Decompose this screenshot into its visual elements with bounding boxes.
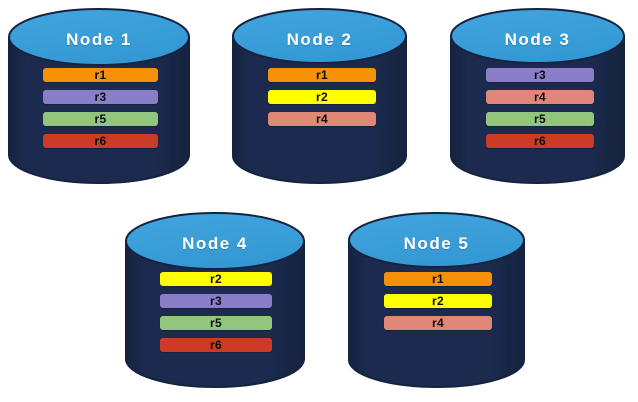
replica-bar-r5[interactable]: r5 — [43, 112, 158, 126]
replica-label: r6 — [534, 134, 546, 148]
replica-bar-r1[interactable]: r1 — [384, 272, 492, 286]
replica-label: r1 — [432, 272, 444, 286]
replica-label: r2 — [432, 294, 444, 308]
replica-bar-r2[interactable]: r2 — [160, 272, 272, 286]
replica-list-4: r2 r3 r5 r6 — [160, 272, 272, 352]
replica-bar-r4[interactable]: r4 — [486, 90, 594, 104]
replica-bar-r6[interactable]: r6 — [43, 134, 158, 148]
replica-bar-r2[interactable]: r2 — [384, 294, 492, 308]
replica-label: r6 — [210, 338, 222, 352]
cylinder-top-ellipse — [125, 212, 305, 270]
replica-bar-r5[interactable]: r5 — [486, 112, 594, 126]
replica-label: r1 — [94, 68, 107, 82]
replica-bar-r4[interactable]: r4 — [268, 112, 376, 126]
replica-bar-r3[interactable]: r3 — [160, 294, 272, 308]
replica-label: r5 — [94, 112, 107, 126]
replica-list-3: r3 r4 r5 r6 — [486, 68, 594, 148]
replica-bar-r3[interactable]: r3 — [43, 90, 158, 104]
replica-label: r4 — [534, 90, 546, 104]
replica-label: r5 — [534, 112, 546, 126]
replica-label: r3 — [210, 294, 222, 308]
replica-label: r6 — [94, 134, 107, 148]
replica-label: r1 — [316, 68, 328, 82]
replica-label: r3 — [534, 68, 546, 82]
replica-bar-r2[interactable]: r2 — [268, 90, 376, 104]
replica-list-5: r1 r2 r4 — [384, 272, 492, 330]
cylinder-top-ellipse — [348, 212, 525, 268]
replica-label: r3 — [94, 90, 107, 104]
replica-bar-r3[interactable]: r3 — [486, 68, 594, 82]
replica-bar-r1[interactable]: r1 — [268, 68, 376, 82]
replica-list-1: r1 r3 r5 r6 — [43, 68, 158, 148]
replica-bar-r6[interactable]: r6 — [486, 134, 594, 148]
replica-bar-r1[interactable]: r1 — [43, 68, 158, 82]
replica-list-2: r1 r2 r4 — [268, 68, 376, 126]
cylinder-top-ellipse — [450, 8, 625, 64]
cylinder-top-ellipse — [232, 8, 407, 64]
replica-bar-r4[interactable]: r4 — [384, 316, 492, 330]
replica-bar-r6[interactable]: r6 — [160, 338, 272, 352]
replica-label: r4 — [432, 316, 444, 330]
replica-label: r5 — [210, 316, 222, 330]
replica-bar-r5[interactable]: r5 — [160, 316, 272, 330]
cylinder-top-ellipse — [8, 8, 190, 66]
replica-label: r4 — [316, 112, 328, 126]
replica-label: r2 — [210, 272, 222, 286]
replica-label: r2 — [316, 90, 328, 104]
